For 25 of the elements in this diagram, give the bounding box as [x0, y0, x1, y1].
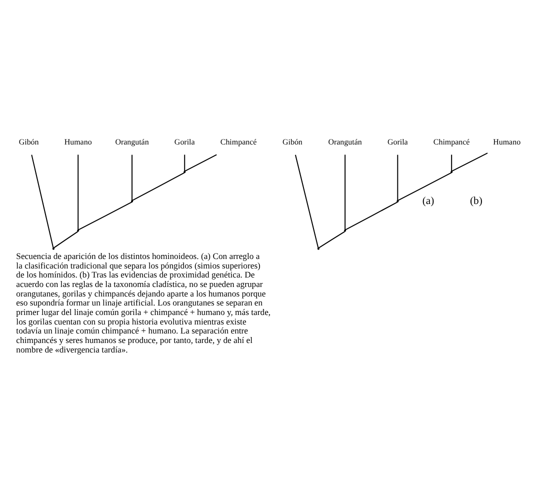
connector — [344, 201, 398, 230]
node-point — [317, 247, 320, 250]
connector — [344, 154, 346, 230]
node-point — [184, 170, 186, 173]
connector — [132, 172, 185, 201]
node-point — [396, 200, 399, 202]
node-point — [344, 229, 346, 232]
connector — [184, 154, 186, 172]
connector — [78, 154, 79, 230]
connector — [451, 154, 452, 172]
node-point — [130, 200, 134, 202]
label: (b) — [470, 195, 482, 206]
connector — [132, 154, 133, 201]
connector — [184, 154, 218, 172]
caption: Secuencia de aparición de los distintos hominoideos. (a) Con arreglo a la clasificación tradicional que separa los póngidos (simios superiores) de los homínidos. (b) Tras las evidencias de proximidad genética. De acuerdo con las reglas de la taxonomía cladística, no se pueden agrupar orangutanes, gorilas y chimpancés dejando aparte a los humanos porque eso supondría formar un linaje artificial. Los orangutanes se separan en primer lugar del linaje común gorila + chimpancé + humano y, más tarde, los gorilas cuentan con su propia historia evolutiva mientras existe todavía un linaje común chimpancé + humano. La separación entre chimpancés y seres humanos se produce, por tanto, tarde, y de ahí el nombre de «divergencia tardía». — [16, 250, 271, 354]
connector — [451, 152, 488, 172]
label: (a) — [422, 195, 434, 206]
node-point — [52, 247, 55, 250]
node-point — [77, 229, 80, 232]
connector — [294, 154, 319, 248]
node-point — [450, 170, 453, 173]
connector — [318, 230, 346, 248]
connector — [78, 201, 132, 230]
connector — [53, 230, 78, 248]
connector — [31, 154, 54, 248]
